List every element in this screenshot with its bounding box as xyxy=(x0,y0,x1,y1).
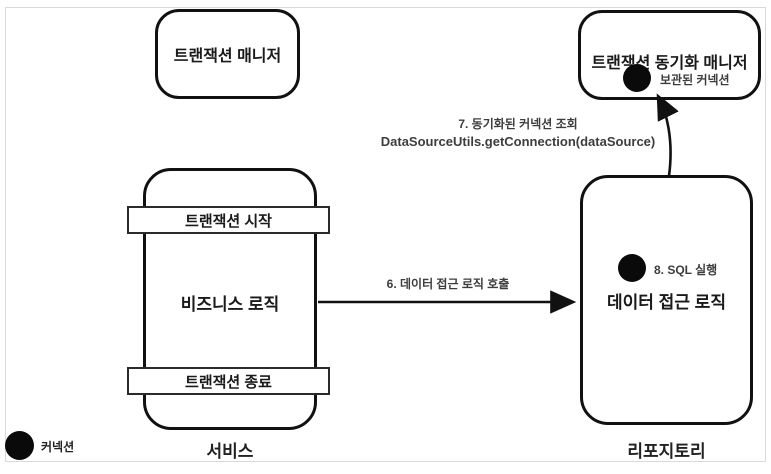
repository-box xyxy=(580,175,753,425)
stored-connection-label: 보관된 커넥션 xyxy=(660,73,730,87)
transaction-start-label: 트랜잭션 시작 xyxy=(185,212,272,230)
business-logic-label: 비즈니스 로직 xyxy=(180,295,280,314)
connection-dot-icon xyxy=(623,64,651,92)
arrow7-label-line1: 7. 동기화된 커넥션 조회 xyxy=(458,117,578,131)
transaction-manager-label: 트랜잭션 매니저 xyxy=(173,48,282,65)
arrow7-label: 7. 동기화된 커넥션 조회 DataSourceUtils.getConnec… xyxy=(375,116,661,150)
service-caption: 서비스 xyxy=(206,442,254,461)
legend-connection-label: 커넥션 xyxy=(41,440,75,454)
arrow7-label-line2: DataSourceUtils.getConnection(dataSource… xyxy=(380,134,656,149)
connection-dot-icon xyxy=(5,431,34,460)
sql-exec-label: 8. SQL 실행 xyxy=(654,263,718,277)
repository-caption: 리포지토리 xyxy=(627,442,706,461)
arrow6-label: 6. 데이터 접근 로직 호출 xyxy=(386,277,510,291)
sync-manager-label: 트랜잭션 동기화 매니저 xyxy=(591,55,748,72)
transaction-end-label: 트랜잭션 종료 xyxy=(185,373,272,391)
transaction-end-bar: 트랜잭션 종료 xyxy=(127,367,330,395)
transaction-manager-box: 트랜잭션 매니저 xyxy=(155,9,300,99)
transaction-start-bar: 트랜잭션 시작 xyxy=(127,206,330,234)
connection-dot-icon xyxy=(618,254,646,282)
data-access-logic-label: 데이터 접근 로직 xyxy=(607,293,726,312)
